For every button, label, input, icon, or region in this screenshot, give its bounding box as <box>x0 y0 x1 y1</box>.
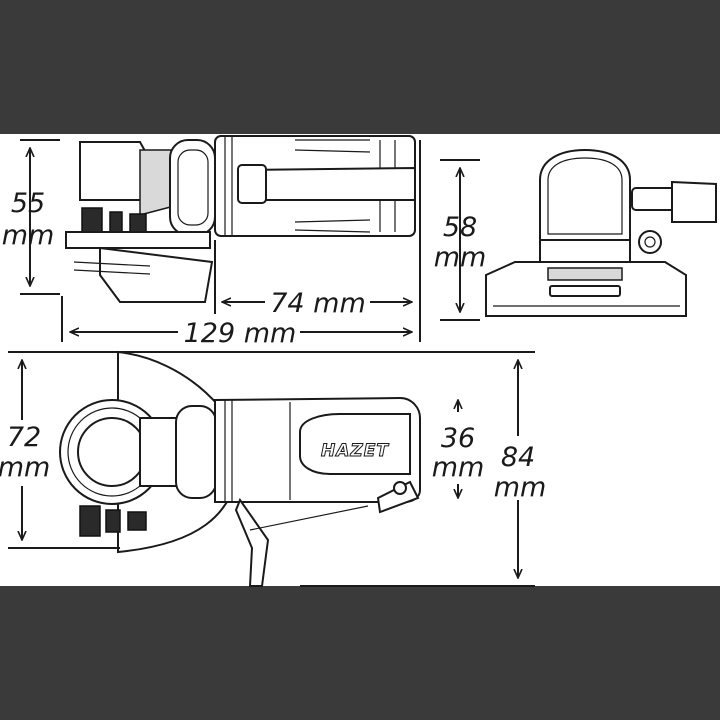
dim-74-value: 74 mm <box>270 288 366 319</box>
end-nut <box>549 285 621 297</box>
dim-55-unit: mm <box>2 220 55 251</box>
dim-129mm: 129 mm <box>61 140 421 349</box>
side-neck <box>139 417 179 487</box>
dim-58-value: 58 <box>443 212 477 243</box>
dim-72-value: 72 <box>7 422 41 453</box>
dim-74mm: 74 mm <box>214 240 412 319</box>
dim-72mm: 72 mm <box>0 351 120 549</box>
bottom-dark-band <box>0 586 720 720</box>
end-pivot <box>638 230 662 254</box>
wheel-flange <box>65 231 211 249</box>
dim-72-unit: mm <box>0 452 50 483</box>
side-spindle-nut <box>105 509 121 533</box>
side-lever-pivot <box>393 481 407 495</box>
side-head-bore <box>77 417 147 487</box>
dim-84-value: 84 <box>501 442 535 473</box>
top-dark-band <box>0 0 720 134</box>
wheel-guard-top <box>99 246 214 303</box>
side-logo-plate <box>299 413 411 475</box>
spindle-flange <box>129 213 147 233</box>
dim-36-unit: mm <box>432 452 485 483</box>
dim-36mm: 36 mm <box>432 400 485 498</box>
dim-84-unit: mm <box>494 472 547 503</box>
side-spindle-flange <box>127 511 147 531</box>
brand-logo: HAZET <box>321 441 389 461</box>
dim-36-value: 36 <box>441 423 475 454</box>
top-view-grinder <box>65 135 416 303</box>
end-flange <box>547 267 623 281</box>
lever-latch <box>237 164 267 204</box>
end-lever <box>671 180 717 223</box>
dim-58-unit: mm <box>434 242 487 273</box>
dim-55mm: 55 mm <box>2 139 60 295</box>
spindle-nut <box>109 211 123 235</box>
end-neck <box>539 239 631 263</box>
side-view-grinder: HAZET <box>59 350 421 587</box>
side-collar <box>175 405 217 499</box>
side-spindle-lock <box>79 505 101 537</box>
dim-129-value: 129 mm <box>184 318 297 349</box>
end-housing <box>539 148 631 241</box>
dim-84mm: 84 mm <box>120 351 547 587</box>
side-throttle-lever <box>234 497 270 587</box>
end-view-grinder <box>485 148 717 317</box>
dim-55-value: 55 <box>11 188 45 219</box>
dim-58mm: 58 mm <box>434 159 487 321</box>
